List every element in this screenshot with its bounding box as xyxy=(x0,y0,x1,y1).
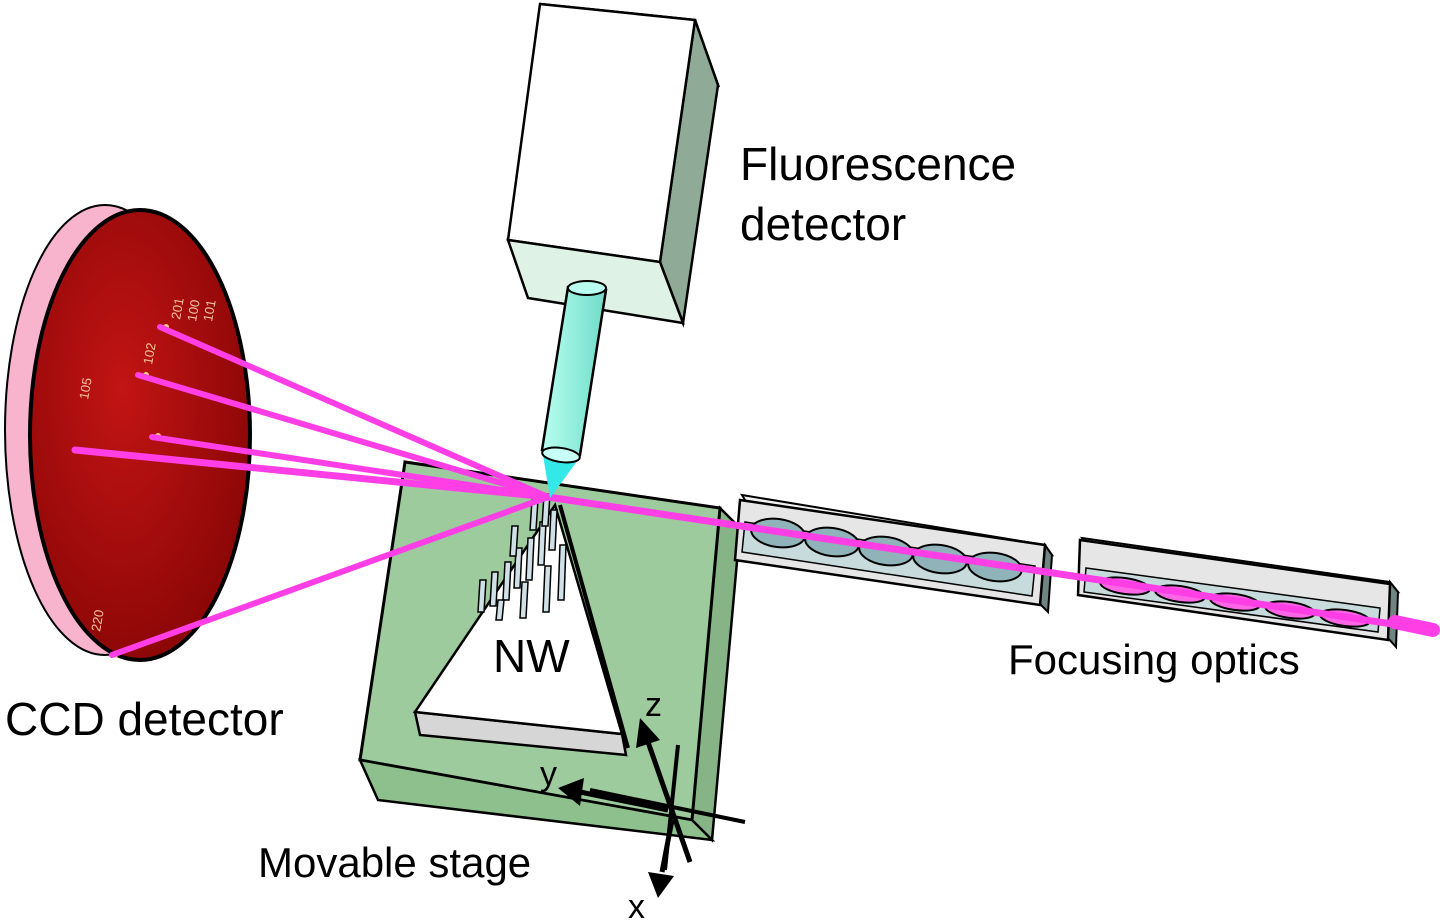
reflection-label: 105 xyxy=(76,377,95,401)
reflection-label: 102 xyxy=(140,342,159,366)
focusing-optics xyxy=(733,493,1401,650)
axis-z-label: z xyxy=(645,686,662,724)
reflection-label: 101 xyxy=(200,299,219,323)
stage-bottom xyxy=(357,758,716,842)
axis-y-arrowhead xyxy=(558,778,584,806)
movable-stage-label: Movable stage xyxy=(258,839,531,886)
optics-box-2 xyxy=(1076,536,1401,650)
nanowire-sample xyxy=(412,493,630,757)
detector-tube xyxy=(540,280,608,498)
optics-box-1 xyxy=(733,493,1055,615)
nanowire-label: NW xyxy=(493,630,570,682)
incident-beam xyxy=(544,493,1436,634)
focusing-optics-label: Focusing optics xyxy=(1008,636,1300,683)
axis-y xyxy=(579,789,669,813)
ccd-detector: 105 102 201 100 101 220 xyxy=(4,204,252,662)
diffracted-beam xyxy=(135,372,551,500)
axis-x-label: x xyxy=(628,888,645,920)
substrate-face xyxy=(412,502,624,736)
fluorescence-cone xyxy=(543,455,578,498)
ccd-face xyxy=(28,208,252,662)
ccd-detector-label: CCD detector xyxy=(5,693,284,745)
diffracted-beam xyxy=(71,446,552,501)
axis-ref-line xyxy=(589,788,746,824)
reflection-label: 220 xyxy=(88,609,107,633)
xray-beams xyxy=(71,324,1440,658)
diffracted-beam xyxy=(157,324,551,500)
reflection-label: 201 xyxy=(168,297,187,321)
diffracted-beam xyxy=(109,494,551,658)
coordinate-axes xyxy=(558,718,746,898)
reflection-label: 100 xyxy=(184,299,203,323)
fluorescence-detector xyxy=(506,2,721,498)
axis-z-arrowhead xyxy=(636,718,660,748)
axis-y-label: y xyxy=(540,755,557,793)
substrate-edge xyxy=(558,504,630,749)
axis-x-arrowhead xyxy=(648,872,674,898)
axis-x xyxy=(659,819,675,873)
fluorescence-label-line2: detector xyxy=(740,198,906,250)
nanowires xyxy=(477,493,567,621)
axis-z xyxy=(645,741,693,863)
fluorescence-label-line1: Fluorescence xyxy=(740,138,1016,190)
incident-beam-exit xyxy=(1388,615,1440,637)
